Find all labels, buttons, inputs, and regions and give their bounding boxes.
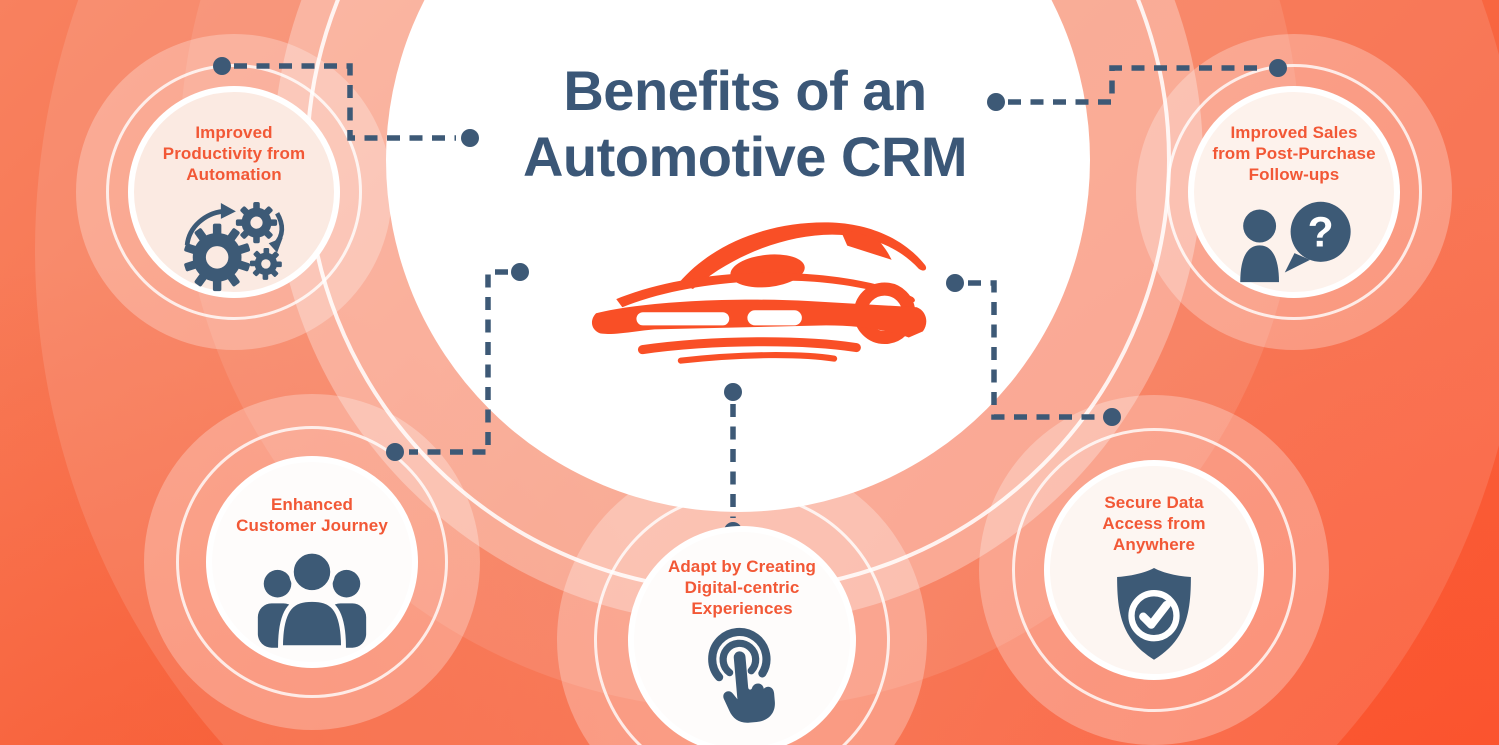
gears-automation-icon xyxy=(184,202,285,292)
benefit-label: Enhanced Customer Journey xyxy=(236,495,388,535)
benefit-label: Improved Productivity from Automation xyxy=(162,123,306,184)
question-mark-glyph: ? xyxy=(1308,208,1334,256)
cycle-arrows xyxy=(184,202,285,253)
halo-ring-bottom-right xyxy=(1012,428,1296,712)
customer-group-icon xyxy=(257,548,367,648)
shield-shape xyxy=(1117,568,1191,660)
customer-question-icon: ? xyxy=(1240,201,1351,283)
benefit-label: Adapt by Creating Digital-centric Experi… xyxy=(667,557,817,618)
medium-gear xyxy=(235,202,278,244)
benefit-improved-productivity: Improved Productivity from Automation xyxy=(128,86,340,298)
large-gear xyxy=(184,223,251,292)
title-line-1: Benefits of an xyxy=(563,59,927,122)
person-body xyxy=(1240,245,1279,283)
benefit-digital-experiences: Adapt by Creating Digital-centric Experi… xyxy=(628,526,856,745)
benefit-enhanced-customer-journey: Enhanced Customer Journey xyxy=(206,456,418,668)
center-person-body xyxy=(278,596,346,648)
page-title: Benefits of an Automotive CRM xyxy=(395,58,1095,190)
benefit-secure-data-access: Secure Data Access from Anywhere xyxy=(1044,460,1264,680)
center-person-head xyxy=(288,548,336,596)
right-person-head xyxy=(332,569,361,598)
sports-car-illustration xyxy=(591,222,927,364)
touch-gesture-icon xyxy=(708,627,775,723)
title-line-2: Automotive CRM xyxy=(522,125,968,188)
benefit-improved-sales: Improved Sales from Post-Purchase Follow… xyxy=(1188,86,1400,298)
pointing-hand xyxy=(723,651,775,723)
checkmark xyxy=(1139,600,1171,629)
speech-bubble xyxy=(1290,201,1351,262)
halo-ring-bottom-left xyxy=(176,426,448,698)
inner-tap-arc xyxy=(719,639,760,677)
left-person-head xyxy=(263,569,292,598)
check-circle xyxy=(1128,590,1180,642)
shield-check-icon xyxy=(1117,568,1191,660)
person-head xyxy=(1243,209,1277,243)
outer-tap-arc xyxy=(708,627,771,682)
benefit-label: Secure Data Access from Anywhere xyxy=(1102,493,1206,554)
small-gear xyxy=(249,247,282,280)
benefit-label: Improved Sales from Post-Purchase Follow… xyxy=(1212,123,1376,184)
